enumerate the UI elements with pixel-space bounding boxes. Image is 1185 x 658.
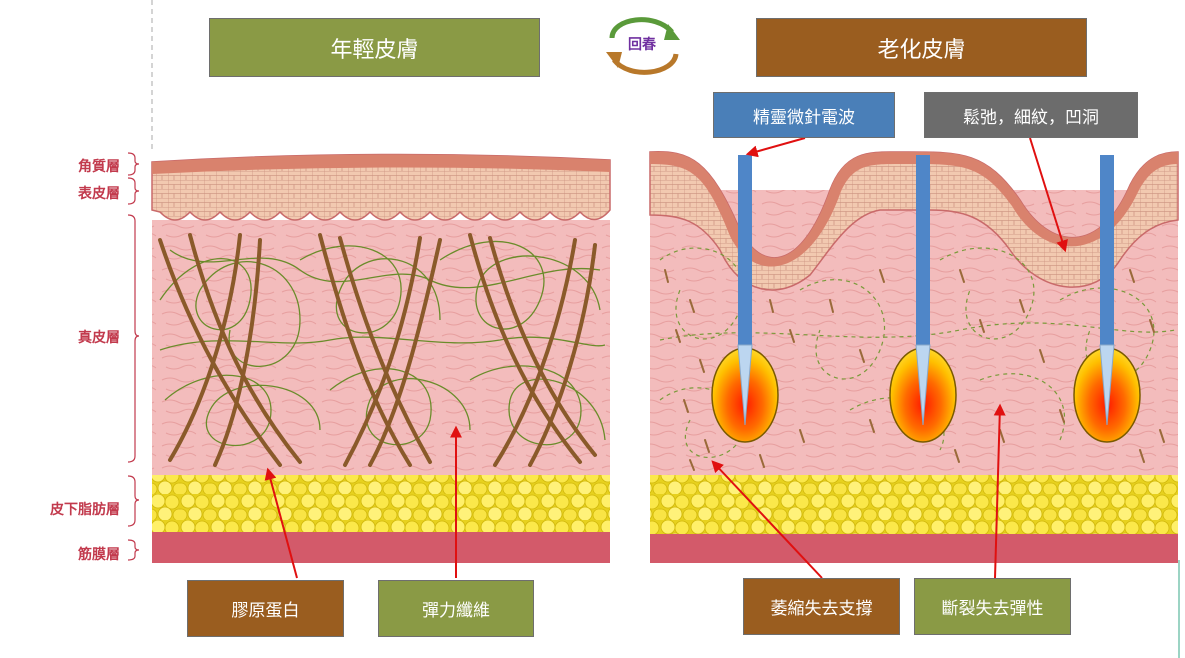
- layer-label-subcutaneous: 皮下脂肪層: [50, 502, 120, 518]
- layer-label-epidermis: 表皮層: [78, 186, 120, 202]
- young-fat: [152, 472, 610, 532]
- layer-label-dermis: 真皮層: [78, 330, 120, 346]
- layer-label-fascia: 筋膜層: [78, 547, 120, 563]
- broken-elastin-label: 斷裂失去彈性: [914, 578, 1071, 635]
- aged-fascia: [650, 532, 1178, 563]
- rf-microneedle-label: 精靈微針電波: [713, 92, 895, 138]
- collagen-label: 膠原蛋白: [187, 580, 344, 637]
- aged-stratum-corneum: [650, 151, 1178, 267]
- young-skin-title: 年輕皮膚: [209, 18, 540, 77]
- young-collagen: [158, 233, 597, 467]
- aged-fat: [650, 472, 1178, 534]
- microneedle-2: [889, 155, 957, 443]
- microneedle-1: [711, 155, 779, 443]
- young-stratum-corneum: [152, 154, 610, 174]
- aged-skin-title: 老化皮膚: [756, 18, 1087, 77]
- rejuvenation-label: 回春: [628, 37, 656, 53]
- microneedle-3: [1073, 155, 1141, 443]
- atrophy-label: 萎縮失去支撐: [743, 578, 900, 635]
- aged-atrophied-collagen: [664, 269, 1165, 471]
- elastin-label: 彈力纖維: [378, 580, 534, 637]
- young-skin-panel: [151, 153, 611, 563]
- young-fascia: [152, 530, 610, 563]
- cycle-arrows: [606, 17, 680, 75]
- aged-skin-panel: [649, 151, 1179, 563]
- layer-braces: [127, 152, 140, 561]
- sagging-label: 鬆弛，細紋，凹洞: [924, 92, 1138, 138]
- callout-arrows: [264, 137, 1068, 579]
- layer-label-stratum-corneum: 角質層: [78, 159, 120, 175]
- young-epidermis: [151, 153, 611, 221]
